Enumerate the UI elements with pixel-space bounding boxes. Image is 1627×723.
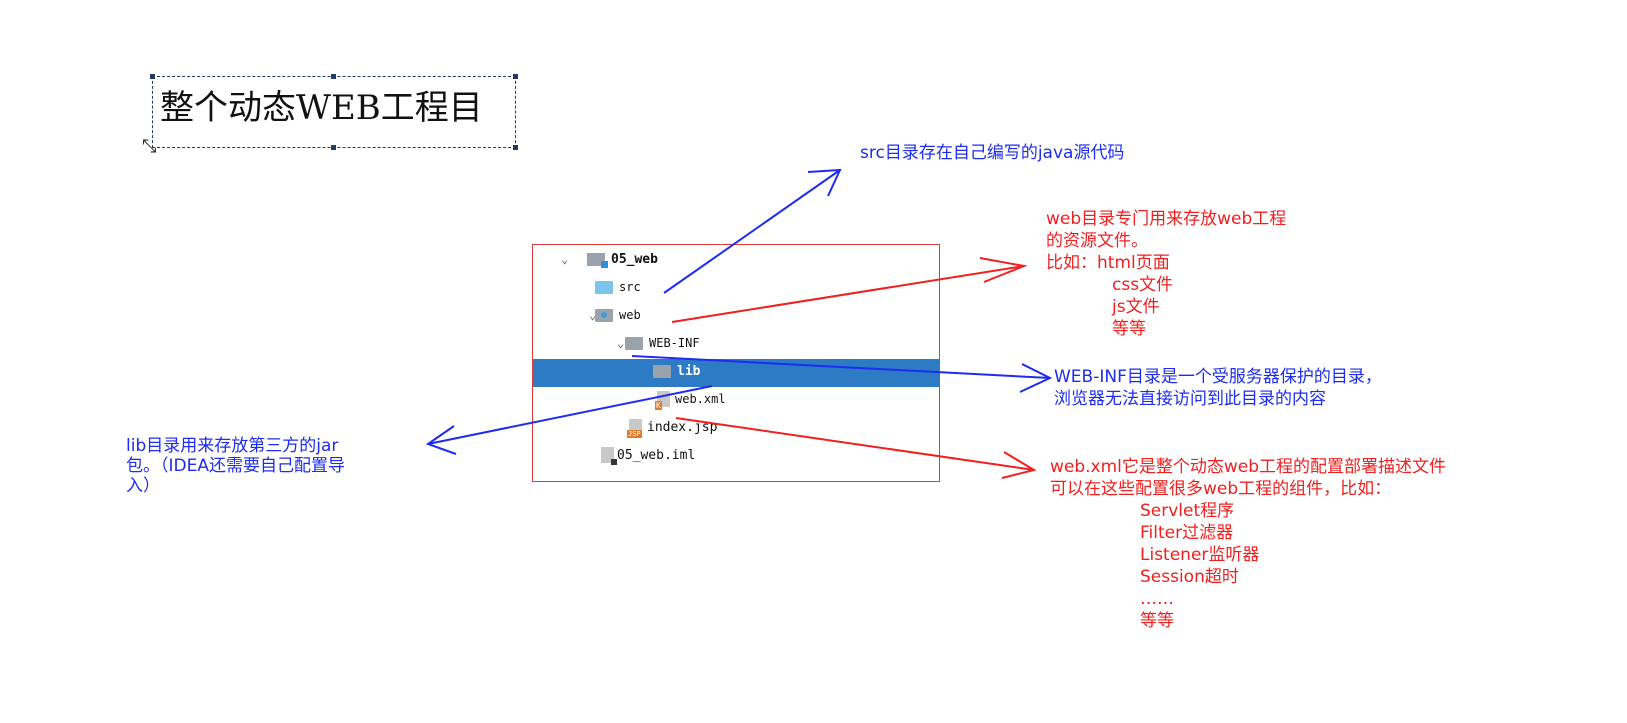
tree-label: web	[619, 308, 641, 322]
arrow-web	[671, 265, 1025, 323]
tree-label: src	[619, 280, 641, 294]
annotation-line: Session超时	[1140, 567, 1239, 587]
arrow-webinf	[631, 355, 1051, 379]
module-folder-icon	[587, 253, 608, 268]
tree-row-lib[interactable]: lib	[533, 359, 939, 387]
annotation-line: src目录存在自己编写的java源代码	[860, 143, 1125, 163]
folder-icon	[625, 337, 643, 350]
tree-row-web[interactable]: ⌄ web	[533, 303, 939, 331]
tree-row-src[interactable]: src	[533, 275, 939, 303]
annotation-line: Servlet程序	[1140, 501, 1235, 521]
selection-handle[interactable]	[331, 145, 336, 150]
annotation-line: lib目录用来存放第三方的jar	[126, 436, 339, 456]
tree-row-webinf[interactable]: ⌄ WEB-INF	[533, 331, 939, 359]
annotation-line: js文件	[1112, 297, 1160, 317]
tree-label: web.xml	[675, 392, 726, 406]
annotation-line: WEB-INF目录是一个受服务器保护的目录，	[1054, 367, 1382, 387]
tree-row-iml[interactable]: 05_web.iml	[533, 443, 939, 471]
tree-label: lib	[677, 364, 701, 379]
annotation-line: Filter过滤器	[1140, 523, 1234, 543]
arrowhead-lib	[425, 425, 457, 455]
arrowhead-webinf	[1019, 363, 1053, 393]
annotation-line: 包。（IDEA还需要自己配置导	[126, 456, 345, 476]
selection-handle[interactable]	[331, 74, 336, 79]
annotation-lib: lib目录用来存放第三方的jar 包。（IDEA还需要自己配置导 入）	[126, 436, 345, 496]
annotation-web: web目录专门用来存放web工程 的资源文件。 比如：html页面 css文件 …	[1046, 208, 1286, 340]
annotation-src: src目录存在自己编写的java源代码	[860, 142, 1124, 164]
selection-handle[interactable]	[150, 74, 155, 79]
tree-label: 05_web	[611, 252, 658, 267]
annotation-line: 比如：html页面	[1046, 253, 1170, 273]
chevron-down-icon[interactable]: ⌄	[589, 308, 597, 322]
source-folder-icon	[595, 281, 613, 294]
chevron-down-icon[interactable]: ⌄	[561, 252, 569, 266]
selection-handle[interactable]	[513, 145, 518, 150]
annotation-line: Listener监听器	[1140, 545, 1260, 565]
tree-label: 05_web.iml	[617, 448, 696, 463]
project-tree: ⌄ 05_web src ⌄ web ⌄ WEB-INF lib K web.x…	[532, 244, 940, 482]
annotation-line: 浏览器无法直接访问到此目录的内容	[1054, 389, 1326, 409]
iml-file-icon	[601, 447, 617, 465]
folder-icon	[653, 365, 671, 378]
arrow-lib	[427, 385, 713, 445]
arrowhead-webxml	[1001, 451, 1037, 479]
selection-handle[interactable]	[513, 74, 518, 79]
annotation-line: 可以在这些配置很多web工程的组件，比如：	[1050, 479, 1392, 499]
tree-label: index.jsp	[647, 420, 718, 435]
annotation-line: 等等	[1112, 319, 1146, 339]
resize-icon[interactable]: ⤡	[142, 136, 157, 157]
annotation-line: web.xml它是整个动态web工程的配置部署描述文件	[1050, 457, 1447, 477]
annotation-line: css文件	[1112, 275, 1174, 295]
annotation-line: 入）	[126, 476, 160, 496]
diagram-title: 整个动态WEB工程目	[160, 88, 483, 128]
arrowhead-web	[979, 257, 1028, 283]
annotation-webinf: WEB-INF目录是一个受服务器保护的目录， 浏览器无法直接访问到此目录的内容	[1054, 366, 1382, 410]
arrow-webxml	[675, 417, 1035, 471]
jsp-file-icon: JSP	[627, 419, 642, 438]
arrow-src	[663, 169, 841, 294]
tree-row-root[interactable]: ⌄ 05_web	[533, 247, 939, 275]
annotation-line: 的资源文件。	[1046, 231, 1148, 251]
tree-row-webxml[interactable]: K web.xml	[533, 387, 939, 415]
annotation-line: ……	[1140, 589, 1174, 609]
annotation-line: 等等	[1140, 611, 1174, 631]
annotation-line: web目录专门用来存放web工程	[1046, 209, 1287, 229]
arrowhead-src	[807, 168, 842, 197]
chevron-down-icon[interactable]: ⌄	[617, 336, 625, 350]
web-folder-icon	[595, 309, 613, 322]
annotation-webxml: web.xml它是整个动态web工程的配置部署描述文件 可以在这些配置很多web…	[1050, 456, 1446, 632]
tree-label: WEB-INF	[649, 336, 700, 350]
tree-row-indexjsp[interactable]: JSP index.jsp	[533, 415, 939, 443]
